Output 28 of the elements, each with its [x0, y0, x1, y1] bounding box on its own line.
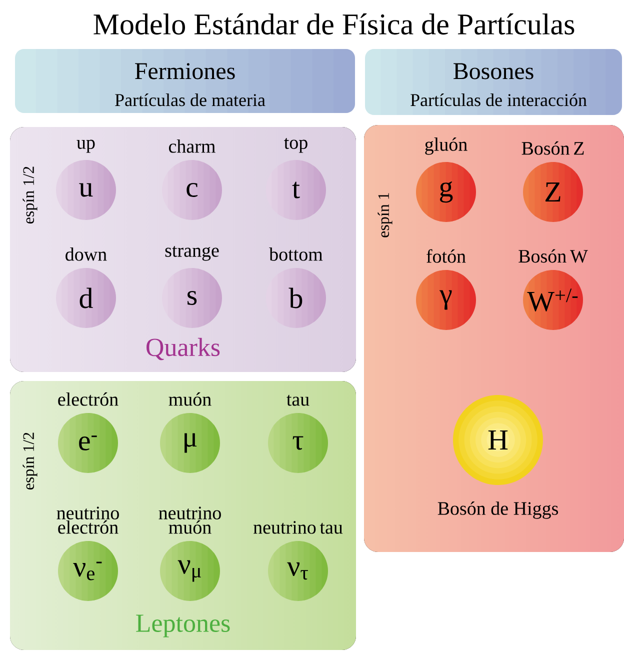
- particle-name: Bosón de Higgs: [438, 502, 558, 519]
- particle-name: Bosón Z: [522, 141, 584, 155]
- particle-name: charm: [168, 139, 216, 153]
- particle-name: Bosón W: [518, 249, 588, 263]
- spin-label: espín 1/2: [22, 166, 38, 224]
- particle-name: neutrino tau: [254, 521, 343, 534]
- particle-name: electrón: [58, 392, 118, 406]
- title: Modelo Estándar de Física de Partículas: [94, 13, 574, 35]
- node-label: Bosones: [454, 63, 534, 80]
- particle-name: fotón: [426, 249, 466, 263]
- particle-name: strange: [165, 246, 219, 261]
- group-title: Leptones: [136, 614, 230, 638]
- particle-name: muón: [168, 392, 212, 406]
- particle-name: neutrino electrón: [56, 506, 119, 534]
- group-header: Bosones Partículas de interacción: [365, 49, 622, 115]
- spin-label: espín 1/2: [22, 432, 38, 490]
- group-title: Quarks: [146, 338, 220, 360]
- particle-name: neutrino muón: [158, 506, 221, 534]
- particle-name: tau: [286, 394, 310, 406]
- particle-name: gluón: [425, 138, 468, 155]
- group-header: Fermiones Partículas de materia: [15, 49, 355, 113]
- particle-name: up: [76, 140, 95, 153]
- spin-label: espín 1: [378, 193, 392, 238]
- particle-name: top: [284, 138, 308, 153]
- particle-name: down: [66, 247, 107, 261]
- node-label: Partículas de interacción: [410, 93, 587, 106]
- node-label: Partículas de materia: [115, 93, 266, 106]
- particle-name: bottom: [269, 247, 323, 261]
